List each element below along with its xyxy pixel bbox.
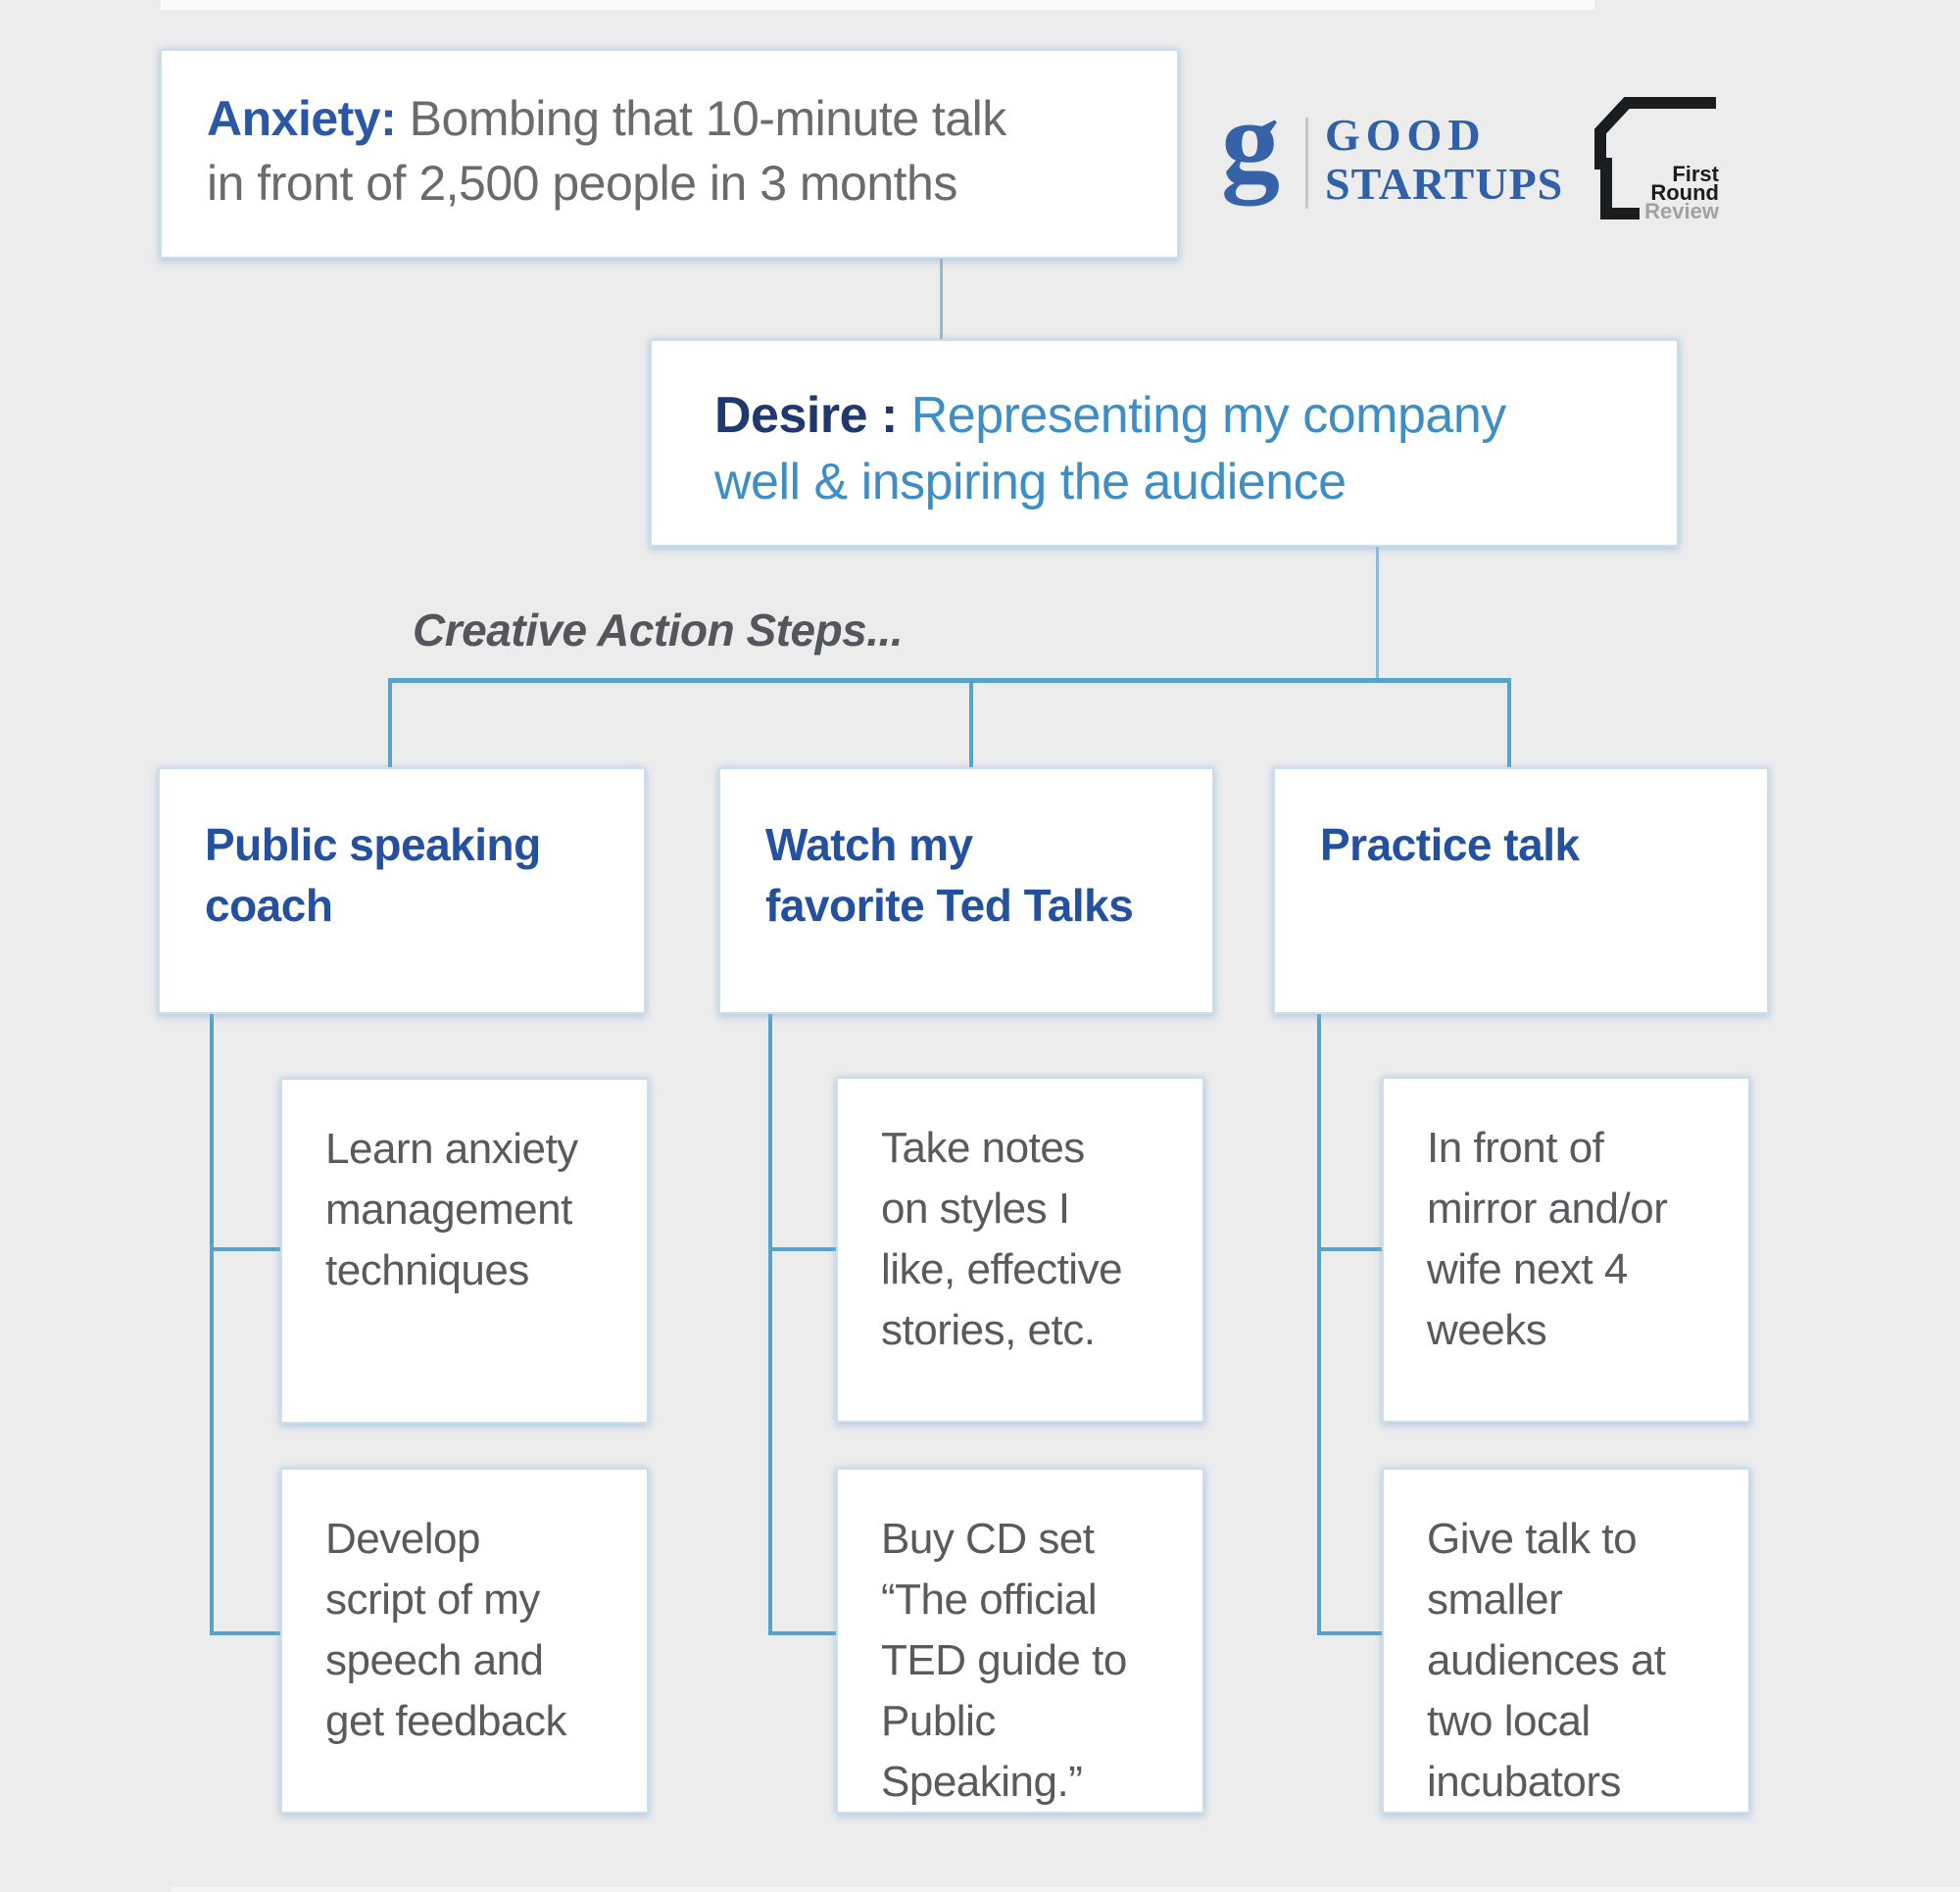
spacer: [396, 91, 409, 146]
connector-branch-horizontal: [388, 678, 1511, 683]
first-round-line1: First: [1672, 162, 1719, 186]
anxiety-label: Anxiety:: [207, 91, 397, 146]
first-round-line3: Review: [1644, 199, 1719, 223]
good-startups-wordmark-line2: STARTUPS: [1325, 159, 1564, 209]
connector-column-3-stub-1: [1317, 1247, 1384, 1251]
column-2-title-box: Watch my favorite Ted Talks: [718, 767, 1214, 1014]
connector-column-1-stub-1: [210, 1247, 282, 1251]
connector-desire-to-branch: [1376, 545, 1379, 681]
anxiety-text: Bombing that 10-minute talk in front of …: [207, 91, 1006, 211]
column-1-step-2-box: Develop script of my speech and get feed…: [280, 1468, 649, 1814]
connector-column-1-stub-2: [210, 1631, 282, 1635]
logo-divider: [1305, 118, 1308, 209]
good-startups-wordmark-line1: GOOD: [1325, 110, 1487, 160]
first-round-line2: Round: [1650, 180, 1719, 205]
column-1-title-box: Public speaking coach: [158, 767, 646, 1014]
column-3-step-2-box: Give talk to smaller audiences at two lo…: [1382, 1468, 1750, 1814]
column-2-step-2-box: Buy CD set “The official TED guide to Pu…: [836, 1468, 1204, 1814]
desire-label: Desire :: [714, 387, 898, 444]
connector-column-1-vertical: [210, 1014, 214, 1635]
bottom-white-strip: [172, 1887, 1960, 1892]
connector-drop-column-2: [969, 678, 973, 769]
connector-drop-column-1: [388, 678, 392, 769]
column-3-title-box: Practice talk: [1273, 767, 1769, 1014]
connector-anxiety-to-desire: [940, 259, 943, 341]
connector-column-3-stub-2: [1317, 1631, 1384, 1635]
anxiety-box: Anxiety: Bombing that 10-minute talk in …: [160, 49, 1179, 259]
section-label: Creative Action Steps...: [413, 605, 904, 655]
spacer: [898, 387, 911, 444]
connector-drop-column-3: [1507, 678, 1511, 769]
first-round-review-wordmark: First Round Review: [1607, 162, 1719, 223]
good-startups-monogram-icon: g: [1221, 75, 1280, 206]
connector-column-2-stub-1: [768, 1247, 838, 1251]
connector-column-2-stub-2: [768, 1631, 838, 1635]
connector-column-3-vertical: [1317, 1014, 1321, 1635]
column-2-step-1-box: Take notes on styles I like, effective s…: [836, 1077, 1204, 1423]
connector-column-2-vertical: [768, 1014, 772, 1635]
column-1-step-1-box: Learn anxiety management techniques: [280, 1078, 649, 1424]
desire-box: Desire : Representing my company well & …: [650, 339, 1679, 547]
column-3-step-1-box: In front of mirror and/or wife next 4 we…: [1382, 1077, 1750, 1423]
desire-text: Representing my company well & inspiring…: [714, 387, 1506, 510]
first-round-bracket-icon: [1594, 97, 1716, 219]
top-white-strip: [161, 0, 1594, 10]
